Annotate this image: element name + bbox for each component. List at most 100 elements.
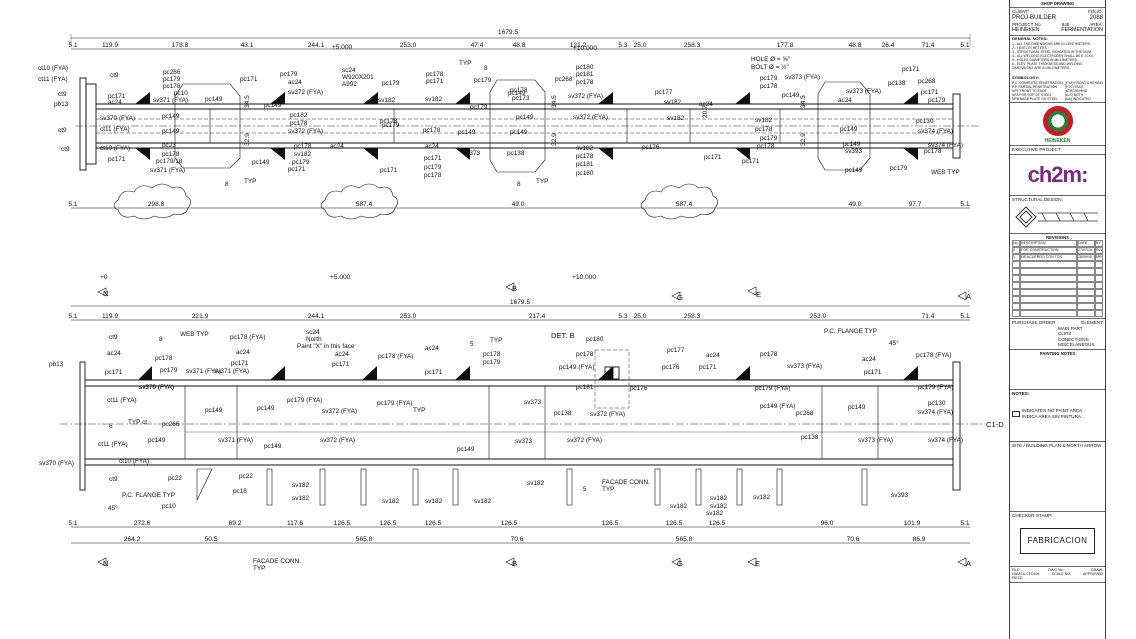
piece-label: pc179 bbox=[474, 77, 492, 84]
checker-stamp-section: CHECKER STAMP: FABRICACION bbox=[1010, 512, 1105, 567]
piece-label: sv393 bbox=[891, 492, 908, 499]
dim-label: 253.0 bbox=[400, 42, 417, 49]
symbology-line: (FYA) FRONT & BEHIND bbox=[1064, 80, 1103, 85]
dim-label: 43.1 bbox=[241, 42, 254, 49]
footer-cell: SCALE N/A bbox=[1051, 571, 1071, 576]
general-notes-title: GENERAL NOTES: bbox=[1012, 35, 1048, 41]
piece-label: pc23 bbox=[162, 142, 176, 149]
dim-label: 34.5 bbox=[551, 95, 558, 108]
dim-label: 34.5 bbox=[244, 95, 251, 108]
piece-label: TYP bbox=[244, 178, 256, 185]
revisions-table: No. DESCRIPTION DATE BY 0 FOR CONSTRUCTI… bbox=[1012, 240, 1103, 318]
note-line: 2.- LEVEL IN METERS. bbox=[1012, 45, 1048, 50]
piece-label: sc24 bbox=[306, 329, 320, 336]
piece-label: ac24 bbox=[107, 350, 121, 357]
piece-label: sv182 bbox=[425, 498, 442, 505]
piece-label: pc171 bbox=[742, 158, 760, 165]
symbology-line: NPT FRONT TO FACE bbox=[1012, 89, 1047, 93]
piece-label: pc149 bbox=[162, 128, 180, 135]
dim-label: 258.3 bbox=[684, 42, 701, 49]
dim-label: 5.1 bbox=[68, 201, 77, 208]
piece-label: pc179/18 bbox=[156, 158, 183, 165]
piece-label: pc181 bbox=[576, 71, 594, 78]
piece-label: pc178 bbox=[163, 83, 181, 90]
piece-label: pc179 bbox=[483, 359, 501, 366]
piece-label: ct11 (FYA) bbox=[38, 76, 68, 83]
footer-cell: APPROVED bbox=[1083, 571, 1103, 576]
hamca-logo-icon bbox=[1015, 205, 1098, 228]
piece-label: sv374 (FYA) bbox=[928, 142, 963, 149]
piece-label: BOLT Ø = ½" bbox=[751, 63, 789, 71]
piece-label: sv373 (FYA) bbox=[787, 363, 822, 370]
piece-label: pc18 bbox=[233, 488, 247, 495]
piece-label: pc268 bbox=[555, 76, 573, 83]
note-line: 3.- STRUCTURAL STEEL INDICATED IN THE NO… bbox=[1012, 49, 1092, 54]
piece-label: ac24 bbox=[288, 79, 302, 86]
owner-value: HEINEKEN bbox=[1012, 27, 1040, 34]
dim-label: 126.5 bbox=[380, 520, 397, 527]
piece-label: sv371 (FYA) bbox=[218, 437, 253, 444]
piece-label: pc171 bbox=[424, 155, 442, 162]
section-letter: N bbox=[103, 559, 108, 568]
piece-label: pc179 bbox=[760, 75, 778, 82]
notes-title: NOTES: bbox=[1012, 390, 1030, 396]
dim-label: 126.5 bbox=[425, 520, 442, 527]
plan-labels: pb13 ct9 ac24 pc171 sv370 (FYA) ct11 (FY… bbox=[39, 328, 963, 517]
dim-label: 126.5 bbox=[501, 520, 518, 527]
dim-label: 71.4 bbox=[922, 313, 935, 320]
piece-label: ct11 (FYA) bbox=[98, 441, 128, 448]
piece-label: ct11 (FYA) bbox=[100, 126, 130, 133]
piece-label: pc149 bbox=[848, 404, 866, 411]
piece-label: 6 bbox=[109, 423, 113, 430]
dim-label: 5.1 bbox=[68, 313, 77, 320]
piece-label: sv374 (FYA) bbox=[918, 409, 953, 416]
piece-label: sv182 bbox=[753, 494, 770, 501]
dim-label: 48.8 bbox=[849, 42, 862, 49]
piece-label: pc149 bbox=[845, 167, 863, 174]
piece-label: pc171 bbox=[108, 156, 126, 163]
dim-label: 101.9 bbox=[904, 520, 921, 527]
piece-label: pc149 bbox=[782, 92, 800, 99]
dim-label: 126.5 bbox=[334, 520, 351, 527]
dim-label: 50.5 bbox=[205, 536, 218, 543]
piece-label: pc178 bbox=[380, 118, 398, 125]
piece-label: sv373 bbox=[515, 438, 532, 445]
piece-label: pc179 bbox=[382, 122, 400, 129]
dim-label: 32.9 bbox=[244, 133, 251, 146]
piece-label: ac24 bbox=[236, 349, 250, 356]
piece-label: ct9 bbox=[109, 334, 118, 341]
dim-label: 86.9 bbox=[913, 536, 926, 543]
bottom-plan: +0 +5.000 +10.000 N B G E A 1679.5 5.1 1… bbox=[39, 274, 1004, 572]
piece-label: pc171 bbox=[288, 166, 306, 173]
level-marker: +0 bbox=[100, 274, 108, 281]
piece-label: pc178 bbox=[576, 153, 594, 160]
piece-label: sv182 bbox=[378, 97, 395, 104]
piece-label: pc177 bbox=[655, 89, 673, 96]
dim-label: 32.9 bbox=[800, 133, 807, 146]
piece-label: pc138 bbox=[888, 80, 906, 87]
piece-label: pc149 bbox=[457, 446, 475, 453]
shop-drawing-header: SHOP DRAWING bbox=[1010, 0, 1105, 9]
dim-label: 253.0 bbox=[810, 313, 827, 320]
dim-label: 258.3 bbox=[684, 313, 701, 320]
dim-label: 25.0 bbox=[634, 42, 647, 49]
piece-label: pc178 bbox=[755, 126, 773, 133]
symbology-title: SYMBOLOGY: bbox=[1012, 75, 1040, 81]
piece-label: TYP bbox=[536, 178, 548, 185]
piece-label: pc180 bbox=[576, 64, 594, 71]
piece-label: W920X201 bbox=[342, 74, 374, 81]
piece-label: pc138 bbox=[554, 410, 572, 417]
project-value: 848 bbox=[1061, 21, 1070, 27]
piece-label: pc268 bbox=[796, 410, 814, 417]
piece-label: 5 bbox=[470, 341, 474, 348]
piece-label: pc149 bbox=[508, 90, 526, 97]
piece-label: sv182 bbox=[425, 96, 442, 103]
section-markers-top: N B G E A bbox=[97, 282, 972, 302]
piece-label: pc130 bbox=[928, 400, 946, 407]
piece-label: ac24 bbox=[330, 143, 344, 150]
symbology-line: (ATB) BEHIND bbox=[1064, 89, 1088, 93]
dim-label: 5.1 bbox=[960, 520, 969, 527]
piece-label: ct9 bbox=[110, 72, 119, 79]
symbology-line: (FTC) FACE bbox=[1064, 84, 1084, 89]
